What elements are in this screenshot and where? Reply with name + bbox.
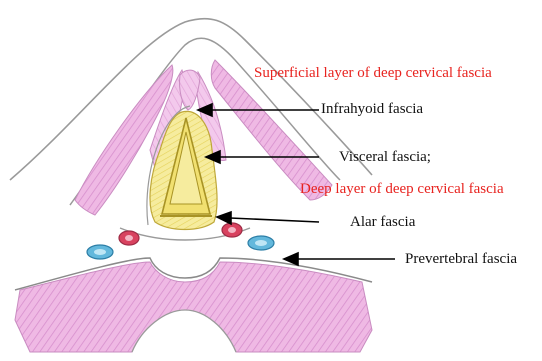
deep-layer-heading: Deep layer of deep cervical fascia — [300, 180, 504, 198]
visceral-fascia-label: Visceral fascia; — [339, 148, 431, 166]
alar-fascia-label: Alar fascia — [350, 213, 415, 231]
prevertebral-fascia-label: Prevertebral fascia — [405, 250, 517, 268]
alar-arrow — [230, 218, 319, 222]
superficial-layer-heading: Superficial layer of deep cervical fasci… — [254, 64, 492, 82]
central-infrahyoid-muscle — [180, 70, 200, 110]
infrahyoid-fascia-label: Infrahyoid fascia — [321, 100, 423, 118]
